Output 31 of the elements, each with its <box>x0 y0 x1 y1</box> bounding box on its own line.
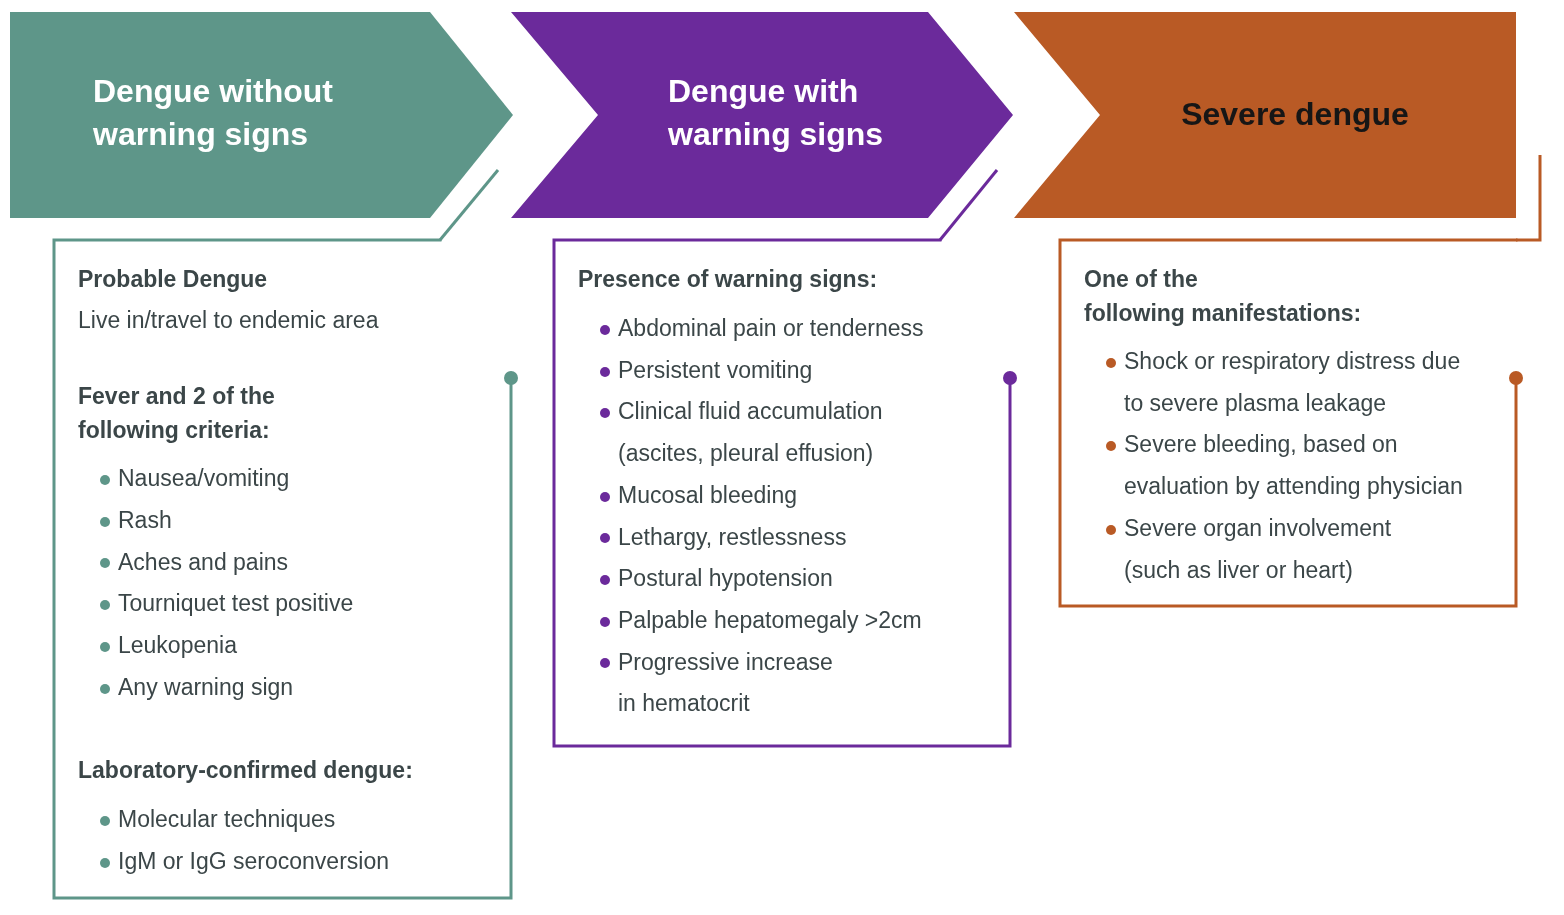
list-item: Clinical fluid accumulation (ascites, pleural effusion) <box>618 397 883 469</box>
body-text: Live in/travel to endemic area <box>78 305 379 335</box>
list-item: Nausea/vomiting <box>118 464 290 494</box>
list-item: Any warning sign <box>118 672 294 702</box>
stage-title: Severe dengue <box>1181 95 1409 134</box>
section-heading: Presence of warning signs: <box>578 265 878 294</box>
list-item: Postural hypotension <box>618 564 833 594</box>
section-heading: Laboratory-confirmed dengue: <box>78 756 413 786</box>
stage-title: Dengue without warning signs <box>93 72 333 154</box>
list-item: Progressive increase in hematocrit <box>618 647 833 719</box>
stage-banner <box>1014 12 1516 218</box>
list-item: Severe organ involvement (such as liver or heart) <box>1124 513 1392 585</box>
list-item: Lethargy, restlessness <box>618 522 847 552</box>
list-item: Shock or respiratory distress due to severe plasma leakage <box>1124 347 1461 418</box>
section-heading: Probable Dengue <box>78 265 268 294</box>
list-item: Aches and pains <box>118 547 289 577</box>
list-item: Abdominal pain or tenderness <box>618 314 924 343</box>
list-item: Rash <box>118 505 172 535</box>
stage-title: Dengue with warning signs <box>668 72 884 154</box>
list-item: Molecular techniques <box>118 805 336 835</box>
section-heading: One of the following manifestations: <box>1084 265 1362 328</box>
section-heading: Fever and 2 of the following criteria: <box>78 381 275 445</box>
stage-banner <box>511 12 1013 218</box>
list-item: Mucosal bleeding <box>618 480 797 510</box>
list-item: Leukopenia <box>118 631 237 660</box>
list-item: Severe bleeding, based on evaluation by attending physician <box>1124 430 1463 502</box>
list-item: IgM or IgG seroconversion <box>118 847 389 877</box>
list-item: Persistent vomiting <box>618 355 813 385</box>
list-item: Tourniquet test positive <box>118 589 354 619</box>
list-item: Palpable hepatomegaly >2cm <box>618 605 922 635</box>
stage-banner <box>10 12 513 218</box>
